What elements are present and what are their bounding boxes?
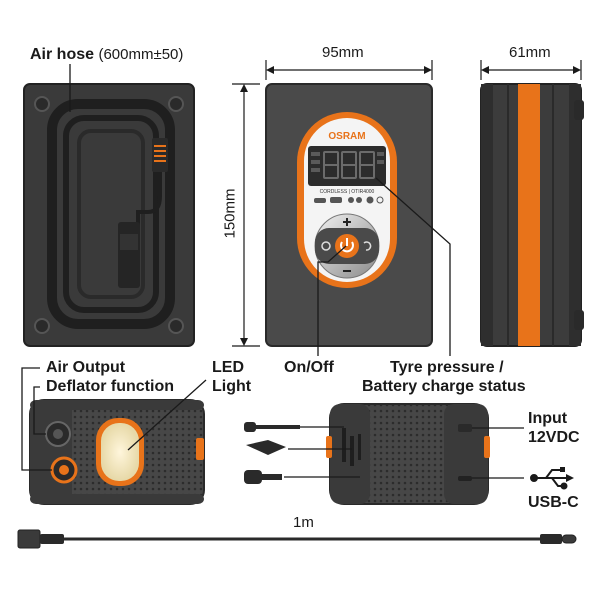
dc-input-port [458, 424, 472, 432]
outlet-view [29, 399, 205, 505]
unit-button-icon[interactable] [363, 241, 372, 251]
light-button-icon[interactable] [321, 241, 331, 251]
tyre-pressure-label-line1: Tyre pressure / [390, 359, 504, 376]
power-icon [340, 238, 354, 253]
front-pointers [317, 177, 451, 356]
adapter-view [326, 403, 490, 505]
brand-logo: OSRAM [328, 131, 365, 142]
adapter-pointers [284, 426, 524, 479]
screw-icon [34, 96, 184, 334]
led-label-line1: LED [212, 359, 244, 376]
deflator-label: Deflator function [46, 378, 174, 395]
led-label-line2: Light [212, 378, 252, 395]
dimension-lines [232, 60, 582, 347]
hose-plug [118, 222, 140, 288]
air-hose-label: Air hose (600mm±50) [30, 46, 183, 64]
width-dimension: 95mm [322, 44, 364, 61]
air-output-label: Air Output [46, 359, 126, 376]
side-orange-stripe [518, 84, 540, 346]
usb-cable [17, 529, 577, 549]
model-label: CORDLESS | OTIR4000 [320, 189, 375, 195]
cable-length-label: 1m [293, 514, 314, 531]
hose-connector-thread [154, 145, 166, 162]
front-view [265, 83, 433, 347]
nozzle-adapters [244, 422, 300, 484]
air-hose-title: Air hose [30, 46, 95, 63]
air-hose-length: (600mm±50) [98, 46, 184, 63]
usb-c-port [458, 476, 472, 481]
side-view [480, 83, 584, 347]
tyre-pressure-label-line2: Battery charge status [362, 378, 526, 395]
back-view [23, 83, 195, 347]
seven-segment-digits [323, 151, 375, 179]
vehicle-mode-icons [314, 196, 384, 204]
input-label-line2: 12VDC [528, 429, 580, 446]
height-dimension: 150mm [221, 188, 239, 239]
on-off-label: On/Off [284, 359, 334, 376]
depth-dimension: 61mm [509, 44, 551, 61]
usb-icon [530, 467, 574, 490]
outlet-pointers [21, 367, 207, 471]
usb-c-label: USB-C [528, 494, 579, 511]
input-label-line1: Input [528, 410, 568, 427]
plus-icon[interactable] [343, 218, 351, 226]
